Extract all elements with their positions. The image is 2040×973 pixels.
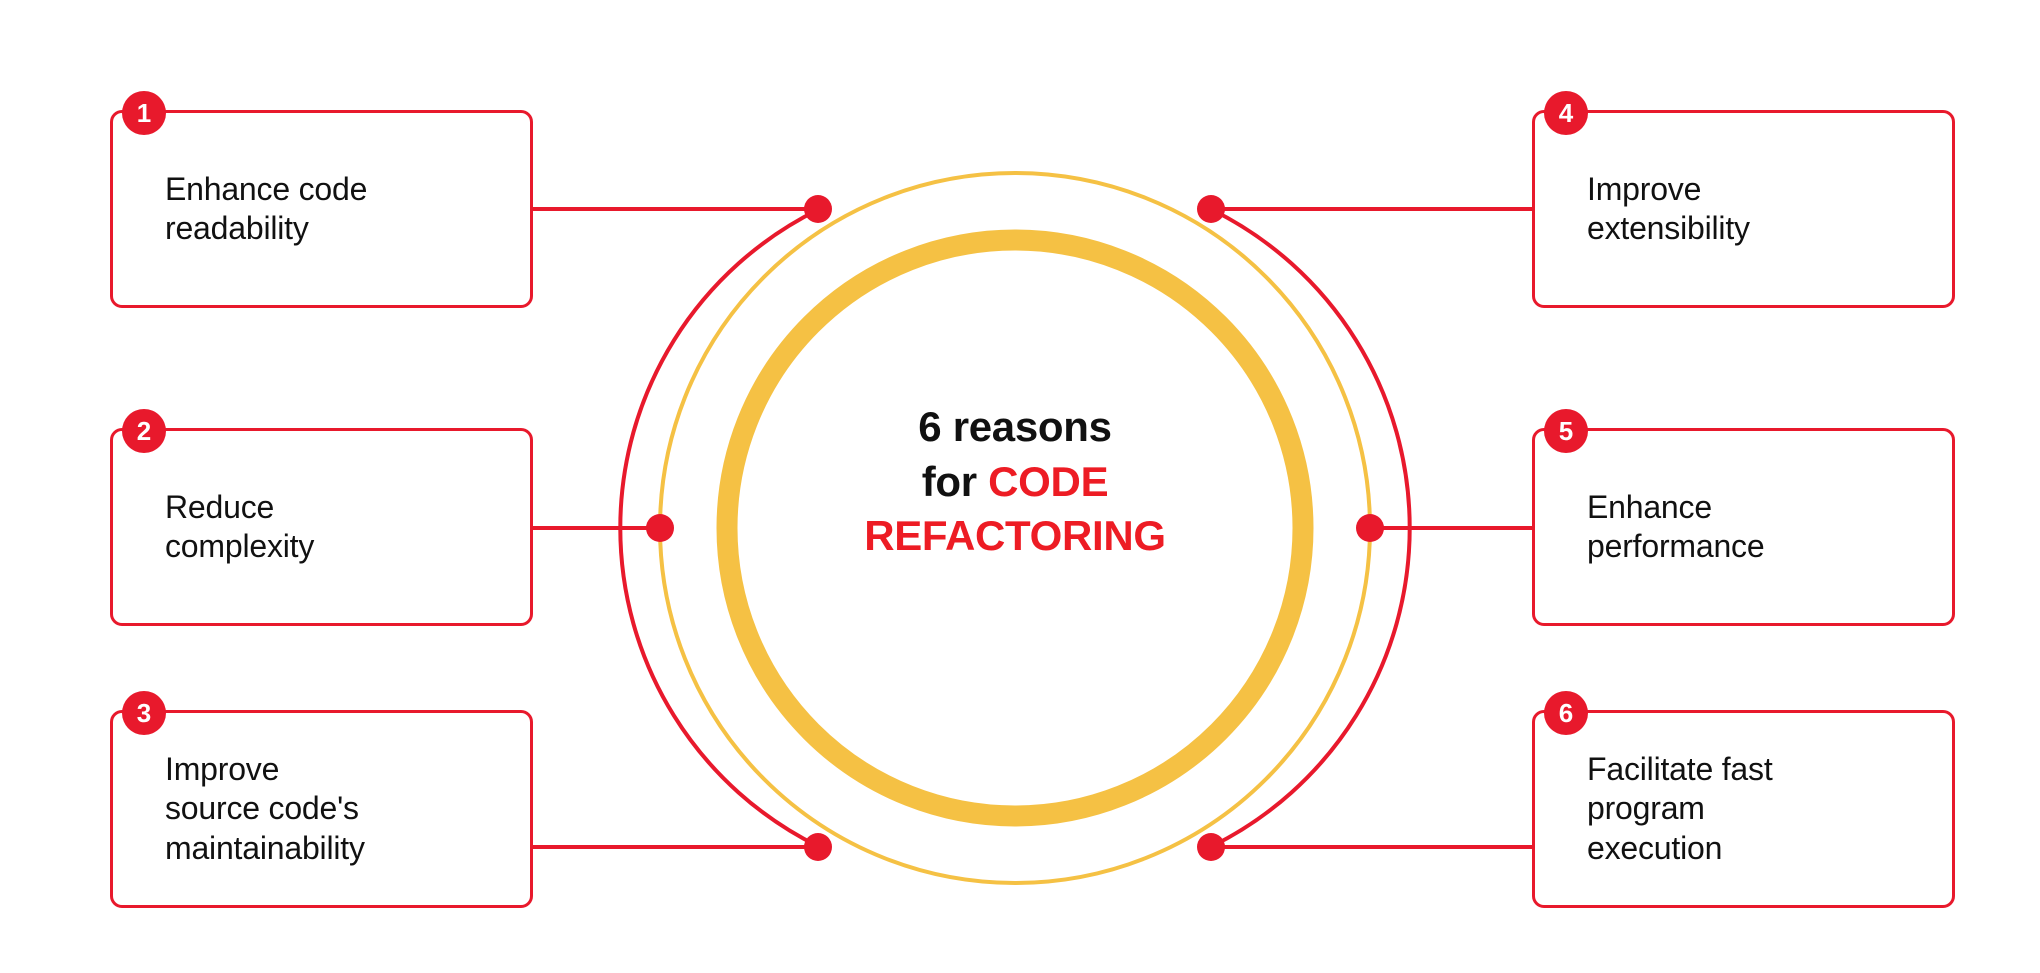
reason-box-1[interactable]: 1 Enhance code readability [110, 91, 533, 308]
center-title-line2-plain: for [921, 457, 989, 505]
reason-box-4[interactable]: 4 Improve extensibility [1532, 91, 1955, 308]
connector-dot-1 [804, 195, 832, 223]
connector-dot-4 [1197, 195, 1225, 223]
center-title-line1: 6 reasons [918, 403, 1112, 450]
connector-dot-5 [1356, 514, 1384, 542]
center-title: 6 reasons for CODE REFACTORING [765, 400, 1265, 564]
reason-badge-2: 2 [122, 409, 166, 453]
center-title-line3: REFACTORING [864, 512, 1166, 560]
connector-dot-3 [804, 833, 832, 861]
reason-label-2: Reduce complexity [165, 488, 315, 564]
reason-box-6[interactable]: 6 Facilitate fast program execution [1532, 691, 1955, 908]
center-title-line2-accent: CODE [988, 457, 1109, 505]
reason-box-3[interactable]: 3 Improve source code's maintainability [110, 691, 533, 908]
reason-label-4: Improve extensibility [1587, 170, 1750, 246]
center-title-line2: for CODE [765, 455, 1265, 510]
inner-ring-yellow [716, 229, 1314, 827]
reason-badge-3: 3 [122, 691, 166, 735]
reason-box-5[interactable]: 5 Enhance performance [1532, 409, 1955, 626]
reason-label-5: Enhance performance [1587, 488, 1765, 564]
connector-dot-2 [646, 514, 674, 542]
connector-dot-6 [1197, 833, 1225, 861]
reason-badge-1: 1 [122, 91, 166, 135]
reason-label-3: Improve source code's maintainability [165, 751, 365, 866]
reason-badge-4: 4 [1544, 91, 1588, 135]
reason-box-2[interactable]: 2 Reduce complexity [110, 409, 533, 626]
reason-badge-6: 6 [1544, 691, 1588, 735]
reason-badge-5: 5 [1544, 409, 1588, 453]
reason-label-6: Facilitate fast program execution [1587, 751, 1773, 866]
reason-label-1: Enhance code readability [165, 170, 368, 246]
